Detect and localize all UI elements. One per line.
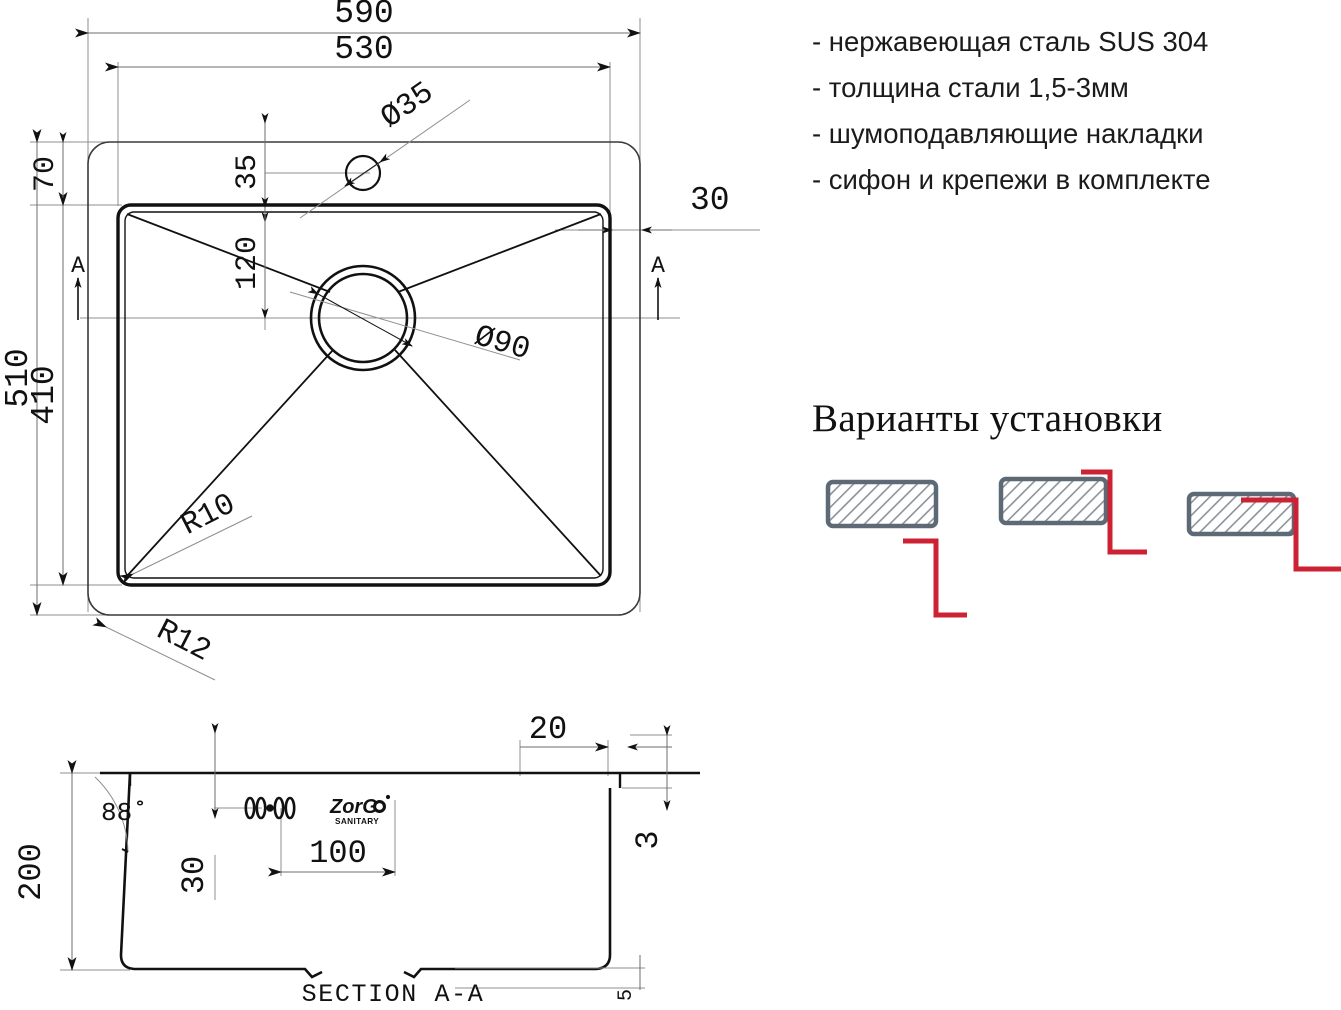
angle-arc [94,776,129,853]
spec-item-material: - нержавеющая сталь SUS 304 [812,26,1209,57]
section-bowl-profile [119,772,612,979]
label-30: 30 [690,182,730,219]
label-20: 20 [529,711,567,748]
install-option-flushmount[interactable] [998,469,1147,555]
label-530: 530 [334,31,393,68]
label-70: 70 [29,156,63,192]
label-35: 35 [231,154,265,190]
section-rim-top [100,771,700,788]
sink-bowl-outline [116,203,612,587]
label-88deg: 88˚ [101,798,148,828]
top-view-labels: 590 530 510 410 70 35 120 30 Ø35 Ø90 R10… [0,0,730,670]
install-options-group [825,469,1341,618]
sink-edge-line-3 [1241,497,1341,572]
install-option-undermount[interactable] [1186,491,1341,572]
spec-item-accessories: - сифон и крепежи в комплекте [812,164,1211,195]
bowl-slope-lines [126,213,602,577]
spec-list: - нержавеющая сталь SUS 304 - толщина ст… [812,28,1341,212]
label-590: 590 [334,0,393,32]
label-section-a-left: A [71,253,85,279]
sink-edge-line-2 [1081,469,1147,555]
label-dia90: Ø90 [470,319,533,368]
counter-block-2 [998,476,1109,526]
label-510: 510 [0,348,37,407]
label-3: 3 [630,830,667,849]
label-200: 200 [13,843,50,901]
overflow-slots-icon [244,796,296,820]
top-view-group [30,18,760,681]
zorg-logo: ZorG SANITARY [329,794,391,826]
zorg-logo-secondary: SANITARY [335,817,379,826]
label-120: 120 [231,236,265,290]
sink-bowl-inner [124,211,604,579]
label-section-caption: SECTION A-A [302,980,485,1009]
section-view-group: ZorG SANITARY [60,723,700,990]
sink-edge-line-1 [903,538,967,618]
label-section-a-right: A [651,253,665,279]
leader-lines [92,99,521,681]
label-410: 410 [26,365,63,424]
label-100: 100 [309,835,367,872]
section-view-labels: 200 88˚ 30 100 20 3 5 SECTION A-A [13,711,667,1009]
label-5: 5 [615,989,638,1001]
zorg-logo-primary: ZorG [329,796,378,818]
spec-item-soundpads: - шумоподавляющие накладки [812,118,1204,149]
label-r10: R10 [176,487,242,544]
spec-item-thickness: - толщина стали 1,5-3мм [812,72,1129,103]
sink-outer-rim [87,141,641,616]
install-options-title: Варианты установки [812,397,1163,440]
install-option-overmount[interactable] [825,479,967,618]
counter-block-1 [825,479,939,529]
label-30-section: 30 [176,856,213,894]
label-r12: R12 [151,613,217,670]
